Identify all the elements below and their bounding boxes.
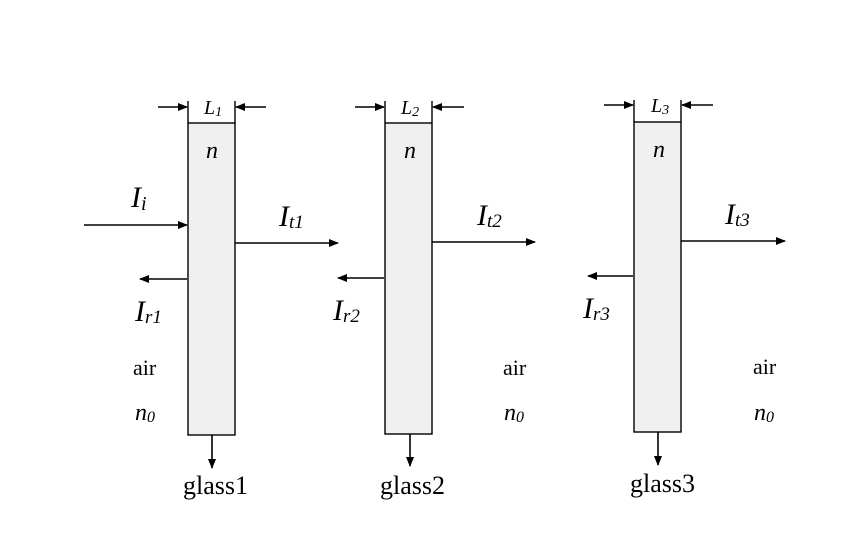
glass3-medium-label: air — [753, 354, 777, 379]
glass2-index-label: n — [404, 138, 416, 164]
glass1-slab — [187, 122, 236, 436]
glass2-panel: L2 n It2 Ir2 air n0 glass2 — [332, 97, 536, 500]
glass3-reflected-label: Ir3 — [582, 292, 610, 325]
glass2-reflected-label: Ir2 — [332, 294, 360, 327]
glass3-panel: L3 n It3 Ir3 air n0 glass3 — [582, 95, 786, 498]
glass1-width-label: L1 — [203, 97, 222, 120]
glass2-width-label: L2 — [400, 97, 419, 120]
glass2-name-label: glass2 — [380, 471, 445, 500]
glass1-medium-label: air — [133, 355, 157, 380]
glass1-transmitted-label: It1 — [278, 200, 304, 233]
glass1-name-label: glass1 — [183, 471, 248, 500]
glass2-transmitted-label: It2 — [476, 199, 502, 232]
incident-label: Ii — [130, 181, 147, 215]
incident-beam: Ii — [84, 181, 188, 229]
glass1-medium-index-label: n0 — [135, 400, 155, 426]
glass2-medium-index-label: n0 — [504, 400, 524, 426]
glass3-medium-index-label: n0 — [754, 400, 774, 426]
glass3-slab — [633, 121, 682, 433]
glass3-index-label: n — [653, 137, 665, 163]
glass3-name-label: glass3 — [630, 469, 695, 498]
glass1-index-label: n — [206, 138, 218, 164]
glass2-medium-label: air — [503, 355, 527, 380]
glass1-panel: L1 n It1 Ir1 air n0 glass1 — [133, 97, 339, 500]
glass2-slab — [384, 122, 433, 435]
glass3-width-label: L3 — [650, 95, 669, 118]
glass3-transmitted-label: It3 — [724, 198, 750, 231]
glass1-reflected-label: Ir1 — [134, 295, 162, 328]
